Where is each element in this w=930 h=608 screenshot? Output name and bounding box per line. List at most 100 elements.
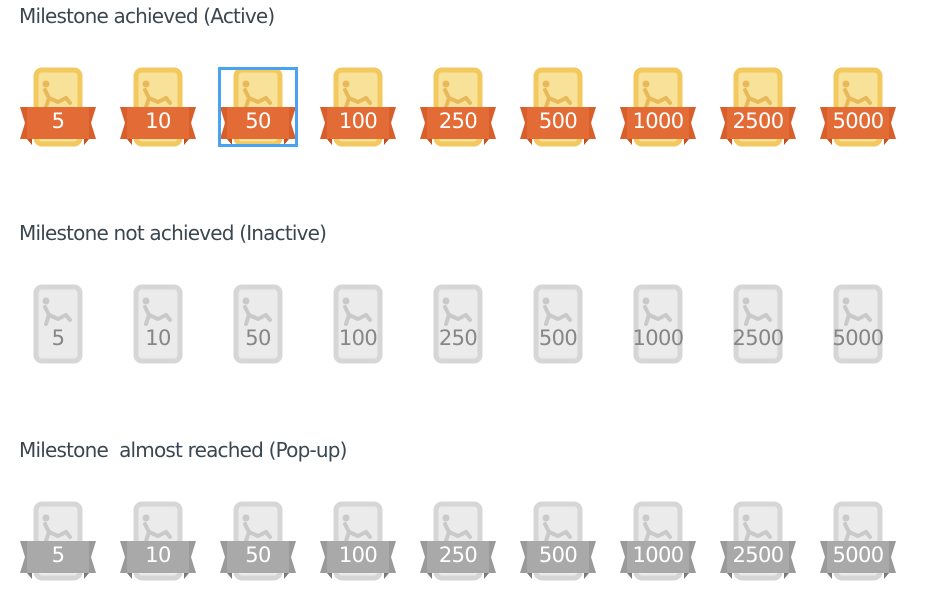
badge-inactive-250[interactable]: 250 [418, 284, 498, 374]
badge-label: 250 [438, 543, 478, 567]
sprinter-figure-icon [642, 514, 672, 543]
ribbon-banner-icon [420, 541, 496, 579]
section-title-inactive: Milestone not achieved (Inactive) [19, 221, 327, 245]
badge-popup-250[interactable]: 250 [418, 501, 498, 591]
phone-badge-icon [820, 67, 896, 147]
badge-active-50[interactable]: 50 [218, 67, 298, 157]
sprinter-figure-icon [142, 297, 172, 326]
phone-badge-icon [320, 67, 396, 147]
ribbon-banner-icon [520, 541, 596, 579]
badge-label: 250 [438, 326, 478, 350]
phone-badge-icon [520, 501, 596, 581]
phone-badge-icon [833, 284, 883, 364]
badge-label: 2500 [732, 543, 784, 567]
sprinter-figure-icon [42, 80, 72, 109]
ribbon-banner-icon [220, 107, 296, 145]
ribbon-banner-icon [20, 541, 96, 579]
badge-active-250[interactable]: 250 [418, 67, 498, 157]
badge-active-1000[interactable]: 1000 [618, 67, 698, 157]
sprinter-figure-icon [342, 297, 372, 326]
badge-popup-5000[interactable]: 5000 [818, 501, 898, 591]
ribbon-banner-icon [420, 107, 496, 145]
ribbon-banner-icon [820, 541, 896, 579]
badge-active-5000[interactable]: 5000 [818, 67, 898, 157]
badge-active-500[interactable]: 500 [518, 67, 598, 157]
phone-badge-icon [120, 501, 196, 581]
badge-label: 1000 [632, 543, 684, 567]
badge-label: 100 [338, 543, 378, 567]
ribbon-banner-icon [720, 107, 796, 145]
sprinter-figure-icon [342, 514, 372, 543]
badge-active-2500[interactable]: 2500 [718, 67, 798, 157]
phone-badge-icon [20, 501, 96, 581]
badge-popup-50[interactable]: 50 [218, 501, 298, 591]
phone-badge-icon [220, 67, 296, 147]
phone-badge-icon [320, 501, 396, 581]
badge-inactive-50[interactable]: 50 [218, 284, 298, 374]
badge-popup-1000[interactable]: 1000 [618, 501, 698, 591]
badge-label: 50 [245, 109, 271, 133]
badge-inactive-1000[interactable]: 1000 [618, 284, 698, 374]
sprinter-figure-icon [742, 297, 772, 326]
phone-badge-icon [820, 501, 896, 581]
phone-badge-icon [420, 67, 496, 147]
badge-inactive-100[interactable]: 100 [318, 284, 398, 374]
ribbon-banner-icon [220, 541, 296, 579]
ribbon-banner-icon [720, 541, 796, 579]
phone-badge-icon [120, 67, 196, 147]
badge-label: 10 [145, 326, 171, 350]
sprinter-figure-icon [542, 297, 572, 326]
sprinter-figure-icon [642, 80, 672, 109]
badge-label: 500 [538, 109, 578, 133]
badge-label: 10 [145, 109, 171, 133]
badge-active-10[interactable]: 10 [118, 67, 198, 157]
sprinter-figure-icon [842, 297, 872, 326]
phone-badge-icon [733, 284, 783, 364]
sprinter-figure-icon [442, 514, 472, 543]
sprinter-figure-icon [242, 297, 272, 326]
badge-label: 100 [338, 109, 378, 133]
phone-badge-icon [233, 284, 283, 364]
badge-label: 1000 [632, 326, 684, 350]
badge-inactive-10[interactable]: 10 [118, 284, 198, 374]
badge-inactive-5000[interactable]: 5000 [818, 284, 898, 374]
phone-badge-icon [333, 284, 383, 364]
section-title-active: Milestone achieved (Active) [19, 4, 275, 28]
ribbon-banner-icon [620, 107, 696, 145]
phone-badge-icon [533, 284, 583, 364]
badge-label: 50 [245, 326, 271, 350]
badge-inactive-2500[interactable]: 2500 [718, 284, 798, 374]
badge-popup-500[interactable]: 500 [518, 501, 598, 591]
badge-popup-2500[interactable]: 2500 [718, 501, 798, 591]
phone-badge-icon [433, 284, 483, 364]
sprinter-figure-icon [642, 297, 672, 326]
sprinter-figure-icon [342, 80, 372, 109]
phone-badge-icon [720, 501, 796, 581]
section-title-popup: Milestone almost reached (Pop-up) [19, 438, 347, 462]
phone-badge-icon [633, 284, 683, 364]
badge-label: 500 [538, 326, 578, 350]
sprinter-figure-icon [742, 80, 772, 109]
badge-label: 1000 [632, 109, 684, 133]
badge-active-100[interactable]: 100 [318, 67, 398, 157]
sprinter-figure-icon [442, 80, 472, 109]
badge-label: 250 [438, 109, 478, 133]
badge-popup-100[interactable]: 100 [318, 501, 398, 591]
badge-label: 100 [338, 326, 378, 350]
sprinter-figure-icon [142, 80, 172, 109]
badge-inactive-500[interactable]: 500 [518, 284, 598, 374]
phone-badge-icon [133, 284, 183, 364]
badge-active-5[interactable]: 5 [18, 67, 98, 157]
badge-label: 10 [145, 543, 171, 567]
badge-label: 5000 [832, 109, 884, 133]
sprinter-figure-icon [242, 80, 272, 109]
ribbon-banner-icon [320, 107, 396, 145]
ribbon-banner-icon [820, 107, 896, 145]
badge-label: 2500 [732, 109, 784, 133]
sprinter-figure-icon [742, 514, 772, 543]
sprinter-figure-icon [142, 514, 172, 543]
badge-label: 50 [245, 543, 271, 567]
badge-popup-5[interactable]: 5 [18, 501, 98, 591]
badge-popup-10[interactable]: 10 [118, 501, 198, 591]
badge-inactive-5[interactable]: 5 [18, 284, 98, 374]
